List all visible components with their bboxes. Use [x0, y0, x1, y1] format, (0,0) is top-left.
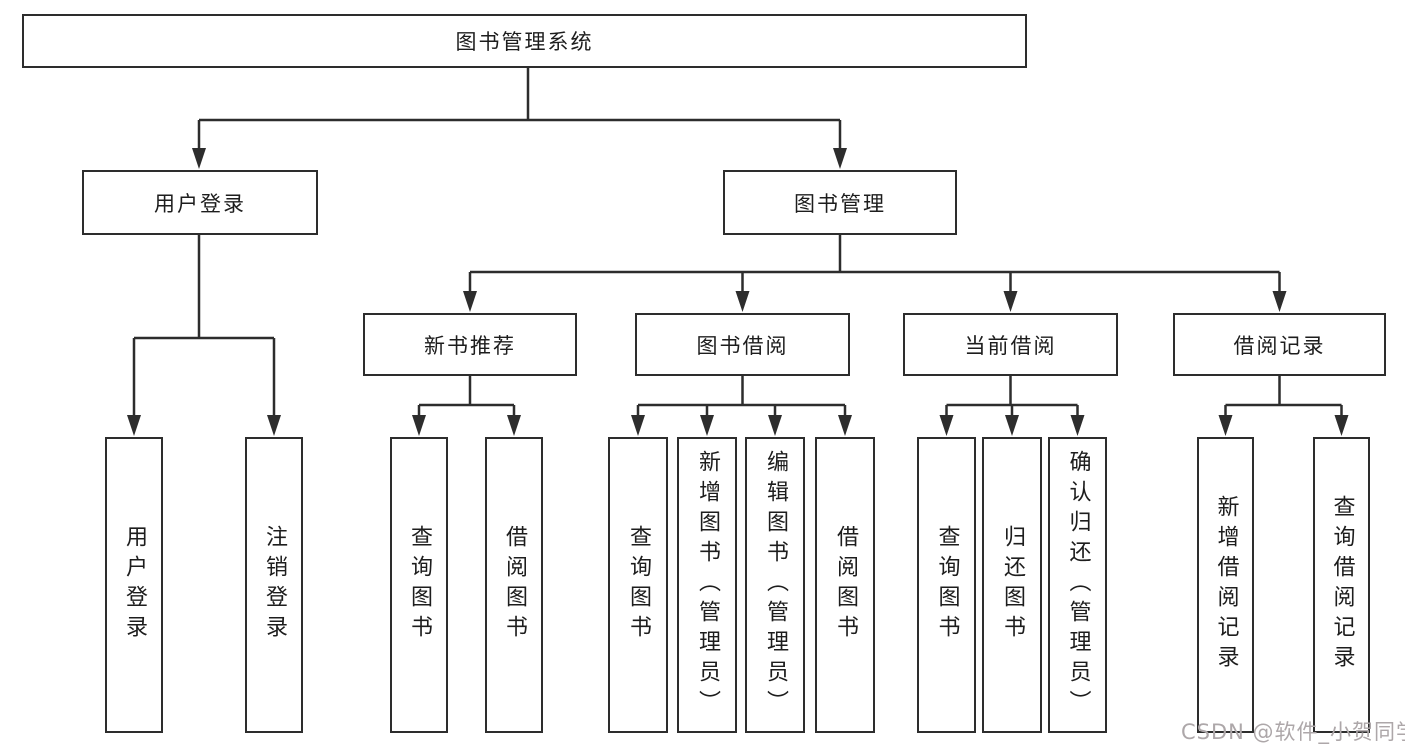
leaf-borrow-query-books-label: 查询图书 — [626, 525, 651, 645]
node-book-borrowing: 图书借阅 — [635, 313, 850, 376]
leaf-user-login: 用户登录 — [105, 437, 163, 733]
leaf-current-confirm-return-admin-label: 确认归还（管理员） — [1065, 450, 1091, 720]
leaf-borrow-borrow-books-label: 借阅图书 — [833, 525, 858, 645]
leaf-current-confirm-return-admin: 确认归还（管理员） — [1048, 437, 1107, 733]
node-book-management: 图书管理 — [723, 170, 957, 235]
node-user-login: 用户登录 — [82, 170, 318, 235]
leaf-borrow-add-books-admin-label: 新增图书（管理员） — [695, 450, 720, 720]
node-book-management-label: 图书管理 — [794, 191, 886, 216]
node-borrowing-records: 借阅记录 — [1173, 313, 1386, 376]
node-book-borrowing-label: 图书借阅 — [696, 333, 789, 358]
leaf-borrow-query-books: 查询图书 — [608, 437, 668, 733]
edge-root-to-level1 — [192, 68, 847, 169]
leaf-user-login-label: 用户登录 — [122, 525, 147, 645]
leaf-newbook-query-books: 查询图书 — [390, 437, 448, 733]
leaf-borrow-add-books-admin: 新增图书（管理员） — [677, 437, 737, 733]
leaf-borrow-borrow-books: 借阅图书 — [815, 437, 875, 733]
leaf-newbook-borrow-books-label: 借阅图书 — [502, 525, 527, 645]
leaf-borrow-edit-books-admin-label: 编辑图书（管理员） — [763, 450, 788, 720]
leaf-borrow-edit-books-admin: 编辑图书（管理员） — [745, 437, 805, 733]
leaf-logout: 注销登录 — [245, 437, 303, 733]
leaf-newbook-query-books-label: 查询图书 — [407, 525, 432, 645]
leaf-records-add-record-label: 新增借阅记录 — [1213, 495, 1239, 675]
node-borrowing-records-label: 借阅记录 — [1233, 333, 1326, 358]
node-current-borrowing: 当前借阅 — [903, 313, 1118, 376]
node-root-label: 图书管理系统 — [455, 30, 594, 54]
leaf-current-return-books-label: 归还图书 — [1000, 525, 1025, 645]
node-current-borrowing-label: 当前借阅 — [964, 333, 1057, 358]
edge-bookborrow-to-leaves — [631, 376, 852, 436]
leaf-records-query-record: 查询借阅记录 — [1313, 437, 1370, 733]
edge-currentborrow-to-leaves — [939, 376, 1085, 436]
leaf-newbook-borrow-books: 借阅图书 — [485, 437, 543, 733]
edge-newbookrec-to-leaves — [412, 376, 521, 436]
leaf-logout-label: 注销登录 — [262, 525, 287, 645]
edge-userlogin-to-leaves — [127, 235, 281, 436]
node-root: 图书管理系统 — [22, 14, 1027, 68]
node-new-book-recommend-label: 新书推荐 — [424, 333, 516, 358]
leaf-current-query-books: 查询图书 — [917, 437, 976, 733]
node-new-book-recommend: 新书推荐 — [363, 313, 577, 376]
watermark: CSDN @软件_小贺同学 — [1181, 720, 1405, 744]
node-user-login-label: 用户登录 — [154, 191, 246, 216]
leaf-records-add-record: 新增借阅记录 — [1197, 437, 1254, 733]
edge-borrowrecords-to-leaves — [1218, 376, 1349, 436]
edge-bookmgmt-to-level2 — [463, 235, 1287, 312]
leaf-current-query-books-label: 查询图书 — [934, 525, 960, 645]
leaf-current-return-books: 归还图书 — [982, 437, 1042, 733]
leaf-records-query-record-label: 查询借阅记录 — [1329, 495, 1355, 675]
